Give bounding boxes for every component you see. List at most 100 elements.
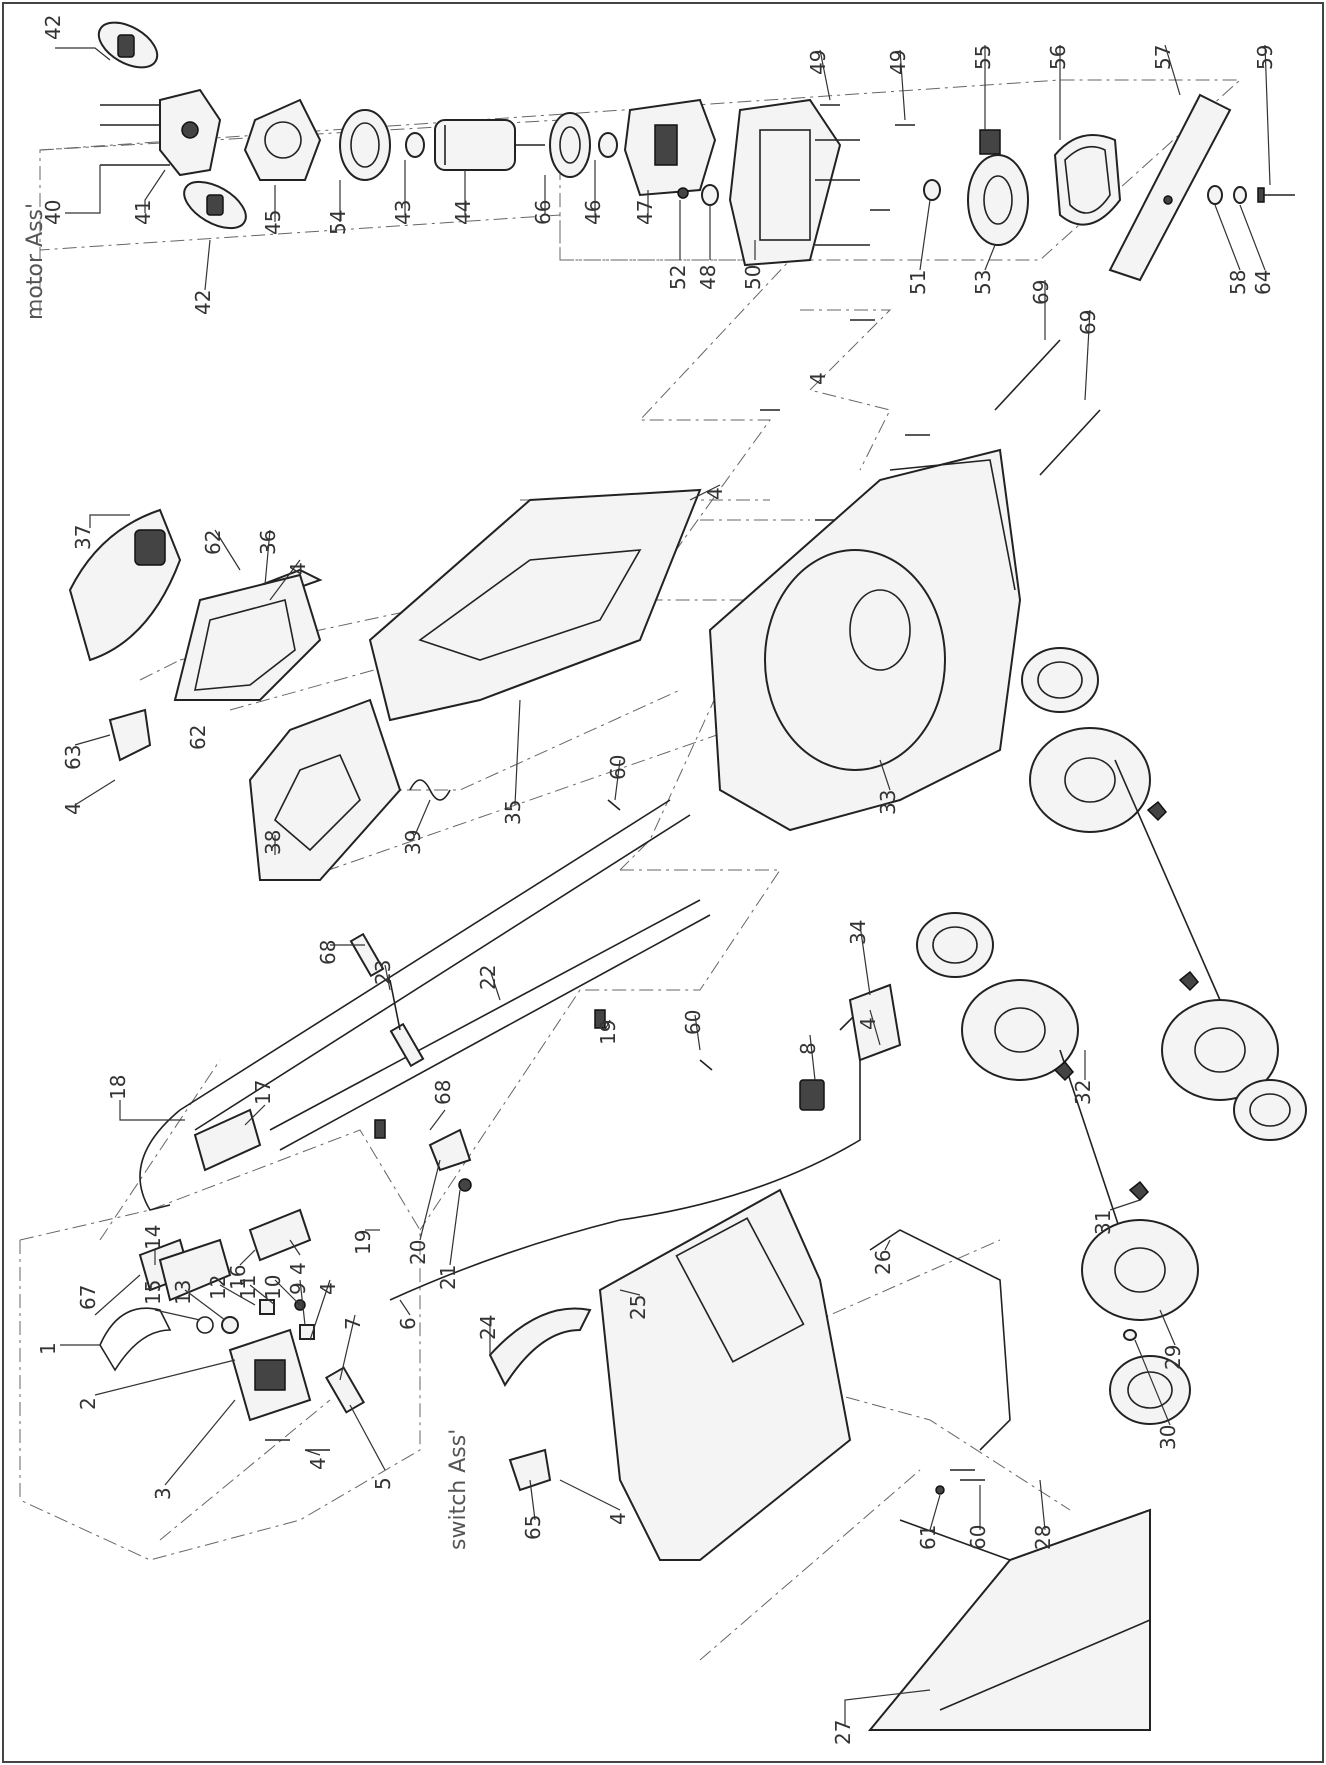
part-42-brush-holder-top [97,21,159,69]
part-34-bracket [848,983,902,1062]
part-label-4-i: 4 [606,1512,630,1525]
part-2-switch-housing [228,1328,312,1422]
part-28-wheel-cap [1233,1079,1307,1141]
part-41-motor-end-cap [159,88,222,177]
part-label-4-b: 4 [703,487,727,500]
part-label-64: 64 [1251,270,1275,295]
part-44-rotor [434,119,545,171]
part-label-16: 16 [226,1265,250,1290]
part-label-4-f: 4 [286,1262,310,1275]
part-label-19-b: 19 [351,1230,375,1255]
part-label-68-a: 68 [316,940,340,965]
part-label-19-a: 19 [596,1020,620,1045]
part-label-57: 57 [1151,45,1175,70]
part-18-handle-bar [139,799,691,1211]
part-label-58: 58 [1226,270,1250,295]
part-label-43: 43 [391,200,415,225]
part-45-stator [243,98,322,181]
part-30-washer [1123,1329,1137,1341]
part-label-4-h: 4 [306,1457,330,1470]
part-15-spring [196,1316,214,1334]
part-37-top-cover [68,508,182,662]
part-label-8: 8 [796,1042,820,1055]
part-23-bolt [389,979,401,1031]
part-28-wheel-cap [916,912,994,978]
part-28-wheel-cap [1021,647,1099,713]
part-64-washer [1233,186,1247,204]
assembly-axis-lines [99,259,1071,1661]
part-27-grass-bag [867,1508,1151,1731]
part-label-4-g: 4 [316,1282,340,1295]
part-46-bearing [598,132,618,158]
part-label-65: 65 [521,1515,545,1540]
part-label-48: 48 [696,265,720,290]
part-29-wheel [1081,1219,1199,1321]
part-label-3: 3 [151,1487,175,1500]
part-label-52: 52 [666,265,690,290]
part-label-31: 31 [1091,1210,1115,1235]
part-47-motor-housing [623,98,717,197]
part-label-60-a: 60 [606,755,630,780]
part-label-66: 66 [531,200,555,225]
part-label-7: 7 [341,1317,365,1330]
part-33-mower-deck [708,448,1022,832]
part-label-62-a: 62 [201,530,225,555]
part-label-33: 33 [876,790,900,815]
part-48-washer [701,184,719,206]
part-label-11: 11 [236,1275,260,1300]
part-label-13: 13 [171,1280,195,1305]
part-28-wheel-cap [1109,1355,1191,1425]
part-label-60-b: 60 [681,1010,705,1035]
part-49-screws [815,104,915,246]
part-label-29: 29 [1161,1345,1185,1370]
part-50-motor-mount-plate [728,98,842,267]
part-label-6: 6 [396,1317,420,1330]
part-label-20: 20 [406,1240,430,1265]
part-label-24: 24 [476,1315,500,1340]
part-52-nut [677,187,689,199]
part-label-4-d: 4 [61,802,85,815]
part-label-49-a: 49 [806,50,830,75]
part-label-60-c: 60 [966,1525,990,1550]
part-60-screws [607,799,985,1481]
part-label-68-b: 68 [431,1080,455,1105]
part-label-22: 22 [476,965,500,990]
part-26-catcher-frame [869,1229,1011,1451]
part-58-washer [1207,185,1223,205]
part-label-38: 38 [261,830,285,855]
part-22-lower-handle [269,899,711,1151]
part-55-spring [979,129,1001,155]
part-label-40: 40 [41,200,65,225]
part-label-56: 56 [1046,45,1070,70]
part-40-screws [100,104,170,166]
part-69-rods [994,339,1101,476]
part-68-clamps [349,932,425,1068]
part-label-4-c: 4 [806,372,830,385]
part-label-47: 47 [633,200,657,225]
motor-assembly-label: motor Ass' [23,203,48,320]
part-51-spacer [923,179,941,201]
part-56-drive-belt [1053,134,1122,226]
part-label-45: 45 [261,210,285,235]
part-label-55: 55 [971,45,995,70]
part-25-grass-box-lid [598,1188,852,1561]
part-label-21: 21 [436,1265,460,1290]
part-8-cable-plug [799,1008,861,1111]
part-label-61: 61 [916,1525,940,1550]
part-label-41: 41 [131,200,155,225]
part-label-28: 28 [1031,1525,1055,1550]
part-label-2: 2 [76,1397,100,1410]
part-29-wheel [1161,999,1279,1101]
part-39-spring [409,779,451,801]
part-label-51: 51 [906,270,930,295]
part-43-bearing [405,132,425,158]
part-4-screws-upper [760,319,930,521]
part-label-15: 15 [141,1280,165,1305]
part-17-handle-grip-plate [193,1108,262,1172]
part-65-clip [508,1448,552,1492]
part-label-34: 34 [846,920,870,945]
part-label-39: 39 [401,830,425,855]
part-5-cable-strain-relief [324,1366,366,1414]
